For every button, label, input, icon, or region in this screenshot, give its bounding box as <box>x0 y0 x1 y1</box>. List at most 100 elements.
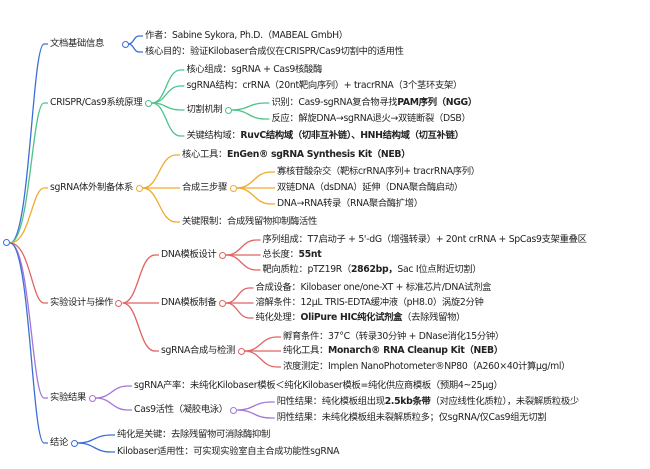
collapse-toggle-circle[interactable] <box>121 40 129 48</box>
collapse-toggle-circle[interactable] <box>88 394 96 402</box>
subtopic-node[interactable]: 合成三步骤 <box>182 181 227 194</box>
leaf-node[interactable]: DNA→RNA转录（RNA聚合酶扩增） <box>277 197 423 210</box>
node-text: Cas9活性（凝胶电泳） <box>134 404 228 415</box>
node-text: 核心工具： <box>182 149 228 160</box>
leaf-node[interactable]: 序列组成：T7启动子 + 5'-dG（增强转录）+ 20nt crRNA + S… <box>263 233 587 246</box>
leaf-node[interactable]: 纯化处理：OliPure HIC纯化试剂盒（去除残留物） <box>256 311 466 324</box>
collapse-toggle-circle[interactable] <box>219 251 227 259</box>
connector-line <box>128 43 143 53</box>
node-text: CRISPR/Cas9系统原理 <box>50 97 143 108</box>
branch-node[interactable]: sgRNA体外制备体系 <box>50 181 133 194</box>
branch-node[interactable]: CRISPR/Cas9系统原理 <box>50 96 143 109</box>
node-text: 实验设计与操作 <box>50 297 113 308</box>
leaf-node[interactable]: 阴性结果：未纯化模板组未裂解质粒多；仅sgRNA/仅Cas9组无切割 <box>277 411 547 424</box>
node-text: 纯化处理： <box>255 312 301 323</box>
leaf-node[interactable]: 核心目的：验证Kilobaser合成仪在CRISPR/Cas9切割中的适用性 <box>145 45 404 58</box>
leaf-node[interactable]: Kilobaser适用性：可实现实验室自主合成功能性sgRNA <box>117 445 340 458</box>
connector-line <box>237 409 275 419</box>
connector-line <box>225 287 254 304</box>
collapse-toggle-circle[interactable] <box>70 439 78 447</box>
branch-node[interactable]: 文档基础信息 <box>50 37 104 50</box>
node-text: 纯化工具： <box>283 345 328 356</box>
leaf-node[interactable]: 双链DNA（dsDNA）延伸（DNA聚合酶启动） <box>277 181 463 194</box>
node-text: 实验结果 <box>50 392 86 403</box>
node-text-bold: Monarch® RNA Cleanup Kit（NEB） <box>328 345 503 356</box>
node-text: DNA模板设计 <box>160 249 217 260</box>
node-text: Sac I位点附近切割） <box>397 264 482 275</box>
leaf-node[interactable]: 核心组成：sgRNA + Cas9核酸酶 <box>186 63 322 76</box>
node-text: 纯化是关键：去除残留物可消除酶抑制 <box>117 429 270 440</box>
node-text: （对应线性化质粒），未裂解质粒极少 <box>430 396 580 407</box>
node-text: 识别：Cas9-sgRNA复合物寻找 <box>271 97 398 108</box>
root-connector-line <box>9 242 48 399</box>
leaf-node[interactable]: 总长度：55nt <box>263 248 322 261</box>
connector-line <box>226 239 261 256</box>
leaf-node[interactable]: sgRNA产率：未纯化Kilobaser模板＜纯化Kilobaser模板=纯化供… <box>134 379 503 392</box>
node-text: 阳性结果：纯化模板组出现 <box>276 396 385 407</box>
node-text: sgRNA合成与检测 <box>160 345 235 356</box>
leaf-node[interactable]: 纯化工具：Monarch® RNA Cleanup Kit（NEB） <box>283 344 503 357</box>
root-connector-line <box>9 187 48 244</box>
subtopic-node[interactable]: Cas9活性（凝胶电泳） <box>134 403 228 416</box>
connector-line <box>95 385 132 399</box>
node-text-bold: EnGen® sgRNA Synthesis Kit（NEB） <box>227 149 411 160</box>
connector-line <box>151 102 185 111</box>
collapse-toggle-circle[interactable] <box>219 299 227 307</box>
collapse-toggle-circle[interactable] <box>144 99 152 107</box>
node-text-bold: 2.5kb条带 <box>384 396 431 407</box>
collapse-toggle-circle[interactable] <box>135 184 143 192</box>
collapse-toggle-circle[interactable] <box>237 347 245 355</box>
collapse-toggle-circle[interactable] <box>229 184 237 192</box>
node-text: 阴性结果：未纯化模板组未裂解质粒多；仅sgRNA/仅Cas9组无切割 <box>276 412 547 423</box>
leaf-node[interactable]: 反应：解旋DNA→sgRNA退火→双链断裂（DSB） <box>271 112 470 125</box>
leaf-node[interactable]: 作者：Sabine Sykora, Ph.D.（MABEAL GmbH） <box>145 29 348 42</box>
node-text: sgRNA体外制备体系 <box>50 182 134 193</box>
leaf-node[interactable]: 识别：Cas9-sgRNA复合物寻找PAM序列（NGG） <box>271 96 477 109</box>
branch-node[interactable]: 结论 <box>50 436 68 449</box>
root-node-circle[interactable] <box>3 239 10 246</box>
node-text: 合成三步骤 <box>182 182 228 193</box>
collapse-toggle-circle[interactable] <box>230 406 238 414</box>
node-text: sgRNA结构：crRNA（20nt靶向序列）+ tracrRNA（3个茎环支架… <box>186 80 463 91</box>
leaf-node[interactable]: 寡核苷酸杂交（靶标crRNA序列+ tracrRNA序列） <box>277 165 480 178</box>
subtopic-node[interactable]: sgRNA合成与检测 <box>161 344 235 357</box>
leaf-node[interactable]: 合成设备：Kilobaser one/one-XT + 标准芯片/DNA试剂盒 <box>256 281 492 294</box>
node-text: 核心目的：验证Kilobaser合成仪在CRISPR/Cas9切割中的适用性 <box>145 46 404 57</box>
node-text: 靶向质粒：pTZ19R（ <box>262 264 352 275</box>
leaf-node[interactable]: 关键结构域：RuvC结构域（切非互补链）、HNH结构域（切互补链） <box>186 129 463 142</box>
connector-line <box>236 187 276 205</box>
collapse-toggle-circle[interactable] <box>224 106 232 114</box>
leaf-node[interactable]: 孵育条件：37°C（转录30分钟 + DNase消化15分钟） <box>283 330 504 343</box>
branch-node[interactable]: 实验设计与操作 <box>50 296 113 309</box>
connector-line <box>151 102 185 137</box>
connector-line <box>231 109 270 120</box>
subtopic-node[interactable]: 切割机制 <box>186 103 222 116</box>
root-connector-line <box>9 43 48 244</box>
connector-line <box>77 434 115 444</box>
node-text: sgRNA产率：未纯化Kilobaser模板＜纯化Kilobaser模板=纯化供… <box>134 380 503 391</box>
root-connector-line <box>9 242 48 444</box>
leaf-node[interactable]: 靶向质粒：pTZ19R（2862bp，Sac I位点附近切割） <box>263 263 482 276</box>
node-text: 文档基础信息 <box>50 38 104 49</box>
branch-node[interactable]: 实验结果 <box>50 391 86 404</box>
leaf-node[interactable]: 纯化是关键：去除残留物可消除酶抑制 <box>117 428 270 441</box>
subtopic-node[interactable]: DNA模板设计 <box>161 248 217 261</box>
connector-line <box>122 302 159 352</box>
leaf-node[interactable]: 核心工具：EnGen® sgRNA Synthesis Kit（NEB） <box>182 148 411 161</box>
node-text: 序列组成：T7启动子 + 5'-dG（增强转录）+ 20nt crRNA + S… <box>262 234 587 245</box>
leaf-node[interactable]: 阳性结果：纯化模板组出现2.5kb条带（对应线性化质粒），未裂解质粒极少 <box>277 395 579 408</box>
subtopic-node[interactable]: DNA模板制备 <box>161 296 217 309</box>
leaf-node[interactable]: sgRNA结构：crRNA（20nt靶向序列）+ tracrRNA（3个茎环支架… <box>186 79 462 92</box>
root-connector-line <box>9 242 48 304</box>
connector-line <box>237 401 275 411</box>
node-text: 切割机制 <box>186 104 223 115</box>
node-text-bold: PAM序列（NGG） <box>397 97 477 108</box>
leaf-node[interactable]: 溶解条件：12µL TRIS-EDTA缓冲液（pH8.0）涡旋2分钟 <box>256 296 484 309</box>
leaf-node[interactable]: 关键限制：合成残留物抑制酶活性 <box>182 215 317 228</box>
node-text: 合成设备：Kilobaser one/one-XT + 标准芯片/DNA试剂盒 <box>255 282 492 293</box>
node-text: 浓度测定：Implen NanoPhotometer®NP80（A260×40计… <box>283 361 571 372</box>
connector-line <box>77 442 115 453</box>
collapse-toggle-circle[interactable] <box>115 299 123 307</box>
leaf-node[interactable]: 浓度测定：Implen NanoPhotometer®NP80（A260×40计… <box>283 360 570 373</box>
node-text: 结论 <box>50 437 68 448</box>
